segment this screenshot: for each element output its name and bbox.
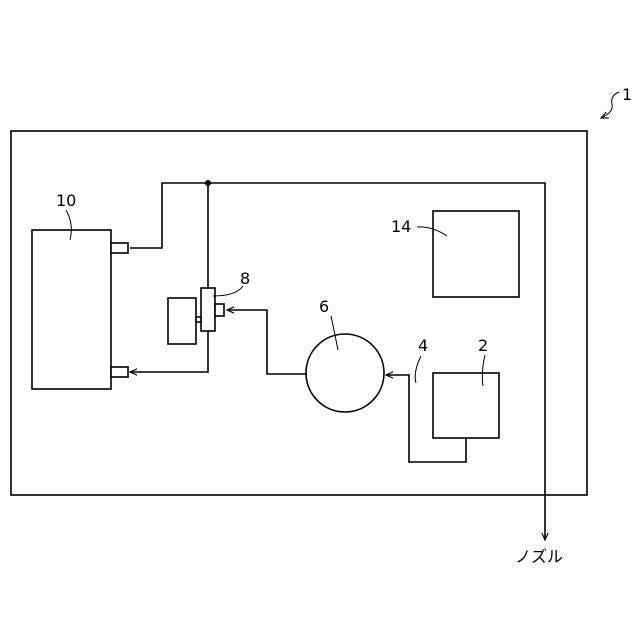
label-nozzle: ノズル: [515, 547, 563, 566]
line-pump-to-valve: [227, 310, 306, 374]
label-unit: 10: [56, 191, 76, 210]
label-valve: 8: [240, 269, 250, 288]
unit-10: [32, 230, 111, 389]
valve-port: [215, 304, 224, 316]
tank-2: [433, 373, 499, 438]
label-system: 1: [622, 85, 632, 104]
port-lower: [111, 367, 128, 377]
label-pump: 6: [319, 297, 329, 316]
label-controller: 14: [391, 217, 411, 236]
leader-system: [601, 92, 619, 118]
label-pipe: 4: [418, 336, 428, 355]
controller-14: [433, 211, 519, 297]
valve-link: [196, 317, 201, 322]
valve-actuator: [168, 298, 196, 344]
leader-pipe: [415, 356, 421, 383]
pump-6: [306, 334, 384, 412]
port-upper: [111, 243, 128, 253]
label-tank: 2: [478, 336, 488, 355]
valve-body: [201, 288, 215, 331]
leader-valve: [213, 286, 243, 296]
